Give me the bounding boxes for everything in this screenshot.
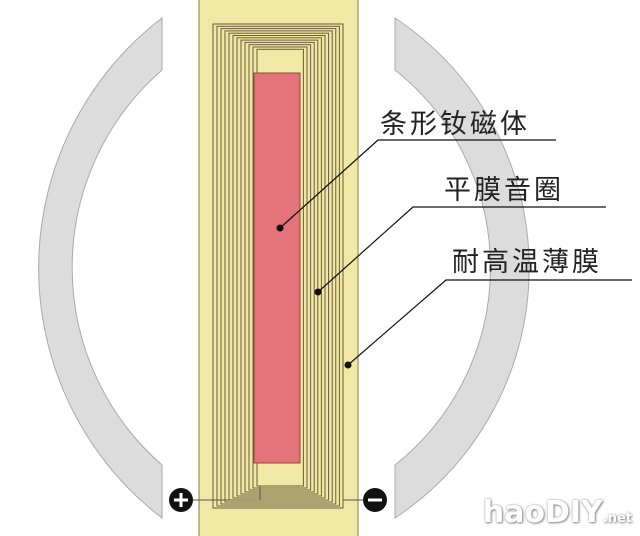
- coil-turn: [224, 30, 333, 503]
- coil-turn: [228, 32, 330, 501]
- watermark-logo: haoDIY.net: [482, 495, 632, 530]
- film-label: 耐高温薄膜: [452, 247, 602, 278]
- magnet-label: 条形钕磁体: [380, 109, 530, 140]
- coil-turn: [236, 37, 322, 497]
- magnet-leader-line: [279, 139, 556, 229]
- neodymium-bar-magnet: [253, 72, 301, 464]
- coil-turn: [232, 35, 326, 499]
- coil-leader-dot: [314, 288, 322, 296]
- positive-terminal: [169, 488, 193, 512]
- film-leader-dot: [344, 361, 352, 369]
- coil-turn: [240, 39, 319, 495]
- coil-turn: [244, 41, 315, 493]
- coil-turn: [216, 25, 340, 507]
- left-magnet-arc: [38, 16, 163, 520]
- coil-turn: [220, 28, 337, 505]
- positive-lead: [181, 486, 261, 501]
- coil-leader-line: [317, 206, 606, 293]
- magnet-leader-dot: [276, 224, 284, 232]
- coil-label: 平膜音圈: [444, 175, 564, 206]
- negative-terminal: [363, 488, 387, 512]
- coil-turn: [248, 44, 312, 491]
- coil-turn: [252, 46, 308, 489]
- film-leader-line: [347, 279, 632, 366]
- right-magnet-arc: [394, 17, 530, 519]
- coil-turn: [212, 23, 344, 509]
